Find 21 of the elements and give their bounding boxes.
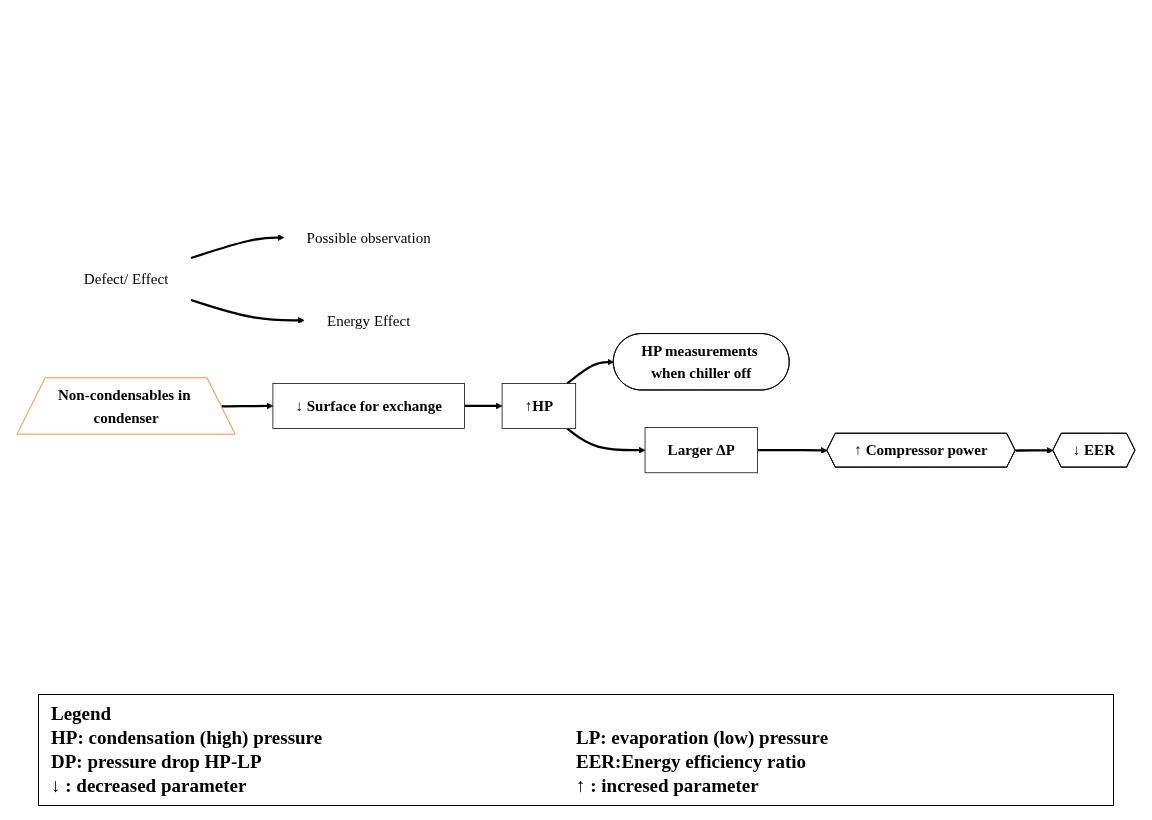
arrow (221, 402, 274, 410)
node-box: ↓ Surface for exchange (272, 383, 465, 430)
arrow (464, 402, 503, 410)
arrow (1015, 447, 1054, 454)
legend-title: Legend (51, 703, 113, 725)
arrow (190, 234, 285, 260)
legend-entry: DP: pressure drop HP-LP (51, 751, 263, 773)
node-text: Defect/ Effect (83, 270, 169, 288)
legend-entry: EER:Energy efficiency ratio (576, 751, 808, 773)
legend-entry: HP: condensation (high) pressure (51, 727, 324, 749)
arrow (566, 427, 646, 454)
node-text: Possible observation (306, 229, 431, 246)
arrow (757, 447, 828, 454)
arrow (190, 299, 305, 324)
node-text: Energy Effect (326, 312, 411, 329)
node-box: ↑HP (501, 383, 577, 430)
arrow (566, 358, 614, 385)
legend-entry: ↓ : decreased parameter (51, 775, 248, 797)
legend-entry: LP: evaporation (low) pressure (576, 727, 830, 749)
node-box: Larger ΔP (644, 427, 758, 474)
legend-entry: ↑ : incresed parameter (576, 775, 760, 797)
